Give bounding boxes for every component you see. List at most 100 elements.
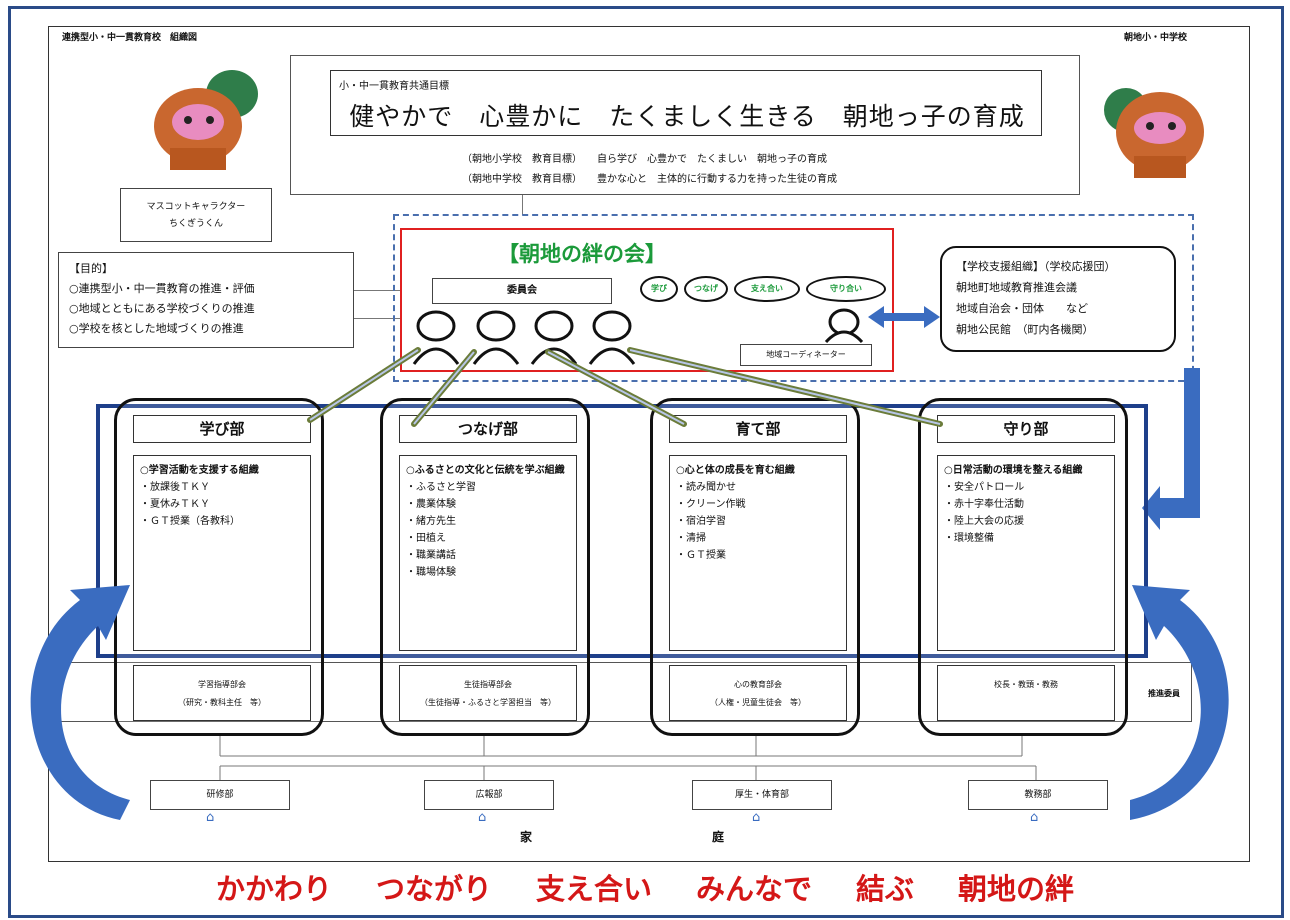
bu-item: ・クリーン作戦 [676, 499, 746, 510]
bu-title: 学び部 [133, 415, 311, 443]
promotion-committee-label: 推進委員 [1148, 689, 1180, 698]
bu-foot-members: （生徒指導・ふるさと学習担当 等） [420, 698, 556, 707]
house-icon: ⌂ [1030, 810, 1039, 825]
bu-content: ○学習活動を支援する組織 ・放課後ＴＫＹ ・夏休みＴＫＹ ・ＧＴ授業（各教科） [133, 455, 311, 651]
oval-mamoriai: 守り合い [806, 276, 886, 302]
bu-heading: ○ふるさとの文化と伝統を学ぶ組織 [406, 465, 565, 476]
bu-item: ・職業講話 [406, 550, 456, 561]
slogan: かかわり つながり 支え合い みんなで 結ぶ 朝地の絆 [0, 866, 1290, 908]
committee-members-icons [412, 308, 864, 365]
bu-foot-name: 生徒指導部会 [464, 680, 512, 689]
support-title: 【学校支援組織】（学校応援団） [956, 260, 1116, 273]
bu-foot-members: （研究・教科主任 等） [178, 698, 266, 707]
bu-item: ・宿泊学習 [676, 516, 726, 527]
dept-koho: 広報部 [424, 780, 554, 810]
slogan-word: 結ぶ [856, 872, 915, 906]
family-label-2: 庭 [712, 830, 725, 844]
bu-title: 守り部 [937, 415, 1115, 443]
bu-item: ・安全パトロール [944, 482, 1025, 493]
bu-column-mamori: 守り部 ○日常活動の環境を整える組織 ・安全パトロール ・赤十字奉仕活動 ・陸上… [918, 398, 1128, 736]
bu-foot: 生徒指導部会 （生徒指導・ふるさと学習担当 等） [399, 665, 577, 721]
bu-item: ・赤十字奉仕活動 [944, 499, 1024, 510]
purpose-item: ○地域とともにある学校づくりの推進 [69, 302, 255, 315]
house-icon: ⌂ [752, 810, 761, 825]
mascot-right-image [1104, 88, 1204, 178]
outer-frame [8, 6, 1284, 918]
elementary-goal: （朝地小学校 教育目標） 自ら学び 心豊かで たくましい 朝地っ子の育成 [462, 154, 827, 165]
purpose-box: 【目的】 ○連携型小・中一貫教育の推進・評価 ○地域とともにある学校づくりの推進… [58, 252, 354, 348]
mascot-label-line2: ちくぎうくん [168, 219, 223, 229]
bu-title: 育て部 [669, 415, 847, 443]
slogan-word: 朝地の絆 [958, 872, 1075, 906]
coordinator-label: 地域コーディネーター [740, 344, 872, 366]
dept-kyomu: 教務部 [968, 780, 1108, 810]
support-to-bu-arrow-icon [1142, 368, 1200, 530]
common-goal-label: 小・中一貫教育共通目標 [339, 81, 449, 92]
bu-foot: 校長・教頭・教務 [937, 665, 1115, 721]
bu-item: ・読み聞かせ [676, 482, 736, 493]
purpose-item: ○学校を核とした地域づくりの推進 [69, 322, 244, 335]
bu-foot-members: （人権・児童生徒会 等） [710, 698, 806, 707]
house-icon: ⌂ [206, 810, 215, 825]
header-left: 連携型小・中一貫教育校 組織図 [62, 33, 198, 43]
bu-foot-name: 学習指導部会 [198, 680, 246, 689]
bu-column-manabi: 学び部 ○学習活動を支援する組織 ・放課後ＴＫＹ ・夏休みＴＫＹ ・ＧＴ授業（各… [114, 398, 324, 736]
bu-heading: ○日常活動の環境を整える組織 [944, 465, 1083, 476]
kizuna-kai-box: 【朝地の絆の会】 委員会 学び つなげ 支え合い 守り合い 地域コーディネーター [400, 228, 894, 372]
bu-item: ・ふるさと学習 [406, 482, 476, 493]
bu-item: ・環境整備 [944, 533, 994, 544]
support-item: 朝地公民館 （町内各機関） [956, 323, 1094, 336]
bu-item: ・ＧＴ授業（各教科） [140, 516, 240, 527]
mascot-left-image [154, 70, 258, 170]
mascot-label-line1: マスコットキャラクター [146, 202, 246, 212]
dept-kenshu: 研修部 [150, 780, 290, 810]
bu-item: ・陸上大会の応援 [944, 516, 1024, 527]
oval-tsunage: つなげ [684, 276, 728, 302]
double-arrow-icon [868, 306, 940, 328]
school-support-box: 【学校支援組織】（学校応援団） 朝地町地域教育推進会議 地域自治会・団体 など … [940, 246, 1176, 352]
common-goal-text: 健やかで 心豊かに たくましく生きる 朝地っ子の育成 [349, 102, 1025, 131]
oval-sasaeai: 支え合い [734, 276, 800, 302]
bu-item: ・職場体験 [406, 567, 456, 578]
header-right: 朝地小・中学校 [1124, 33, 1188, 43]
bu-foot-name: 心の教育部会 [734, 680, 782, 689]
junior-goal: （朝地中学校 教育目標） 豊かな心と 主体的に行動する力を持った生徒の育成 [462, 174, 837, 185]
bu-title: つなげ部 [399, 415, 577, 443]
house-icon: ⌂ [478, 810, 487, 825]
slogan-word: みんなで [696, 872, 813, 906]
support-item: 地域自治会・団体 など [956, 302, 1088, 315]
dotted-boundary [393, 214, 1194, 382]
committee-label: 委員会 [432, 278, 612, 304]
family-label-1: 家 [520, 830, 533, 844]
bu-content: ○ふるさとの文化と伝統を学ぶ組織 ・ふるさと学習 ・農業体験 ・緒方先生 ・田植… [399, 455, 577, 651]
bu-foot: 学習指導部会 （研究・教科主任 等） [133, 665, 311, 721]
bu-blue-frame [96, 404, 1148, 658]
dept-kosei: 厚生・体育部 [692, 780, 832, 810]
slogan-word: かかわり [215, 872, 332, 906]
bu-foot: 心の教育部会 （人権・児童生徒会 等） [669, 665, 847, 721]
bu-heading: ○学習活動を支援する組織 [140, 465, 259, 476]
slogan-word: 支え合い [535, 872, 652, 906]
bu-item: ・夏休みＴＫＹ [140, 499, 210, 510]
slogan-word: つながり [375, 872, 492, 906]
common-goal-box: 小・中一貫教育共通目標 健やかで 心豊かに たくましく生きる 朝地っ子の育成 [330, 70, 1042, 136]
bu-heading: ○心と体の成長を育む組織 [676, 465, 795, 476]
kizuna-kai-title: 【朝地の絆の会】 [498, 241, 666, 266]
bu-content: ○心と体の成長を育む組織 ・読み聞かせ ・クリーン作戦 ・宿泊学習 ・清掃 ・Ｇ… [669, 455, 847, 651]
bu-content: ○日常活動の環境を整える組織 ・安全パトロール ・赤十字奉仕活動 ・陸上大会の応… [937, 455, 1115, 651]
bu-item: ・田植え [406, 533, 446, 544]
bu-item: ・緒方先生 [406, 516, 456, 527]
inner-frame [48, 26, 1250, 862]
purpose-item: ○連携型小・中一貫教育の推進・評価 [69, 282, 255, 295]
bu-item: ・ＧＴ授業 [676, 550, 726, 561]
bu-foot-name: 校長・教頭・教務 [994, 680, 1058, 689]
bu-column-sodate: 育て部 ○心と体の成長を育む組織 ・読み聞かせ ・クリーン作戦 ・宿泊学習 ・清… [650, 398, 860, 736]
support-item: 朝地町地域教育推進会議 [956, 281, 1077, 294]
bu-item: ・放課後ＴＫＹ [140, 482, 210, 493]
mascot-label: マスコットキャラクター ちくぎうくん [120, 188, 272, 242]
bu-item: ・清掃 [676, 533, 706, 544]
oval-manabi: 学び [640, 276, 678, 302]
bu-column-tsunage: つなげ部 ○ふるさとの文化と伝統を学ぶ組織 ・ふるさと学習 ・農業体験 ・緒方先… [380, 398, 590, 736]
bu-item: ・農業体験 [406, 499, 456, 510]
